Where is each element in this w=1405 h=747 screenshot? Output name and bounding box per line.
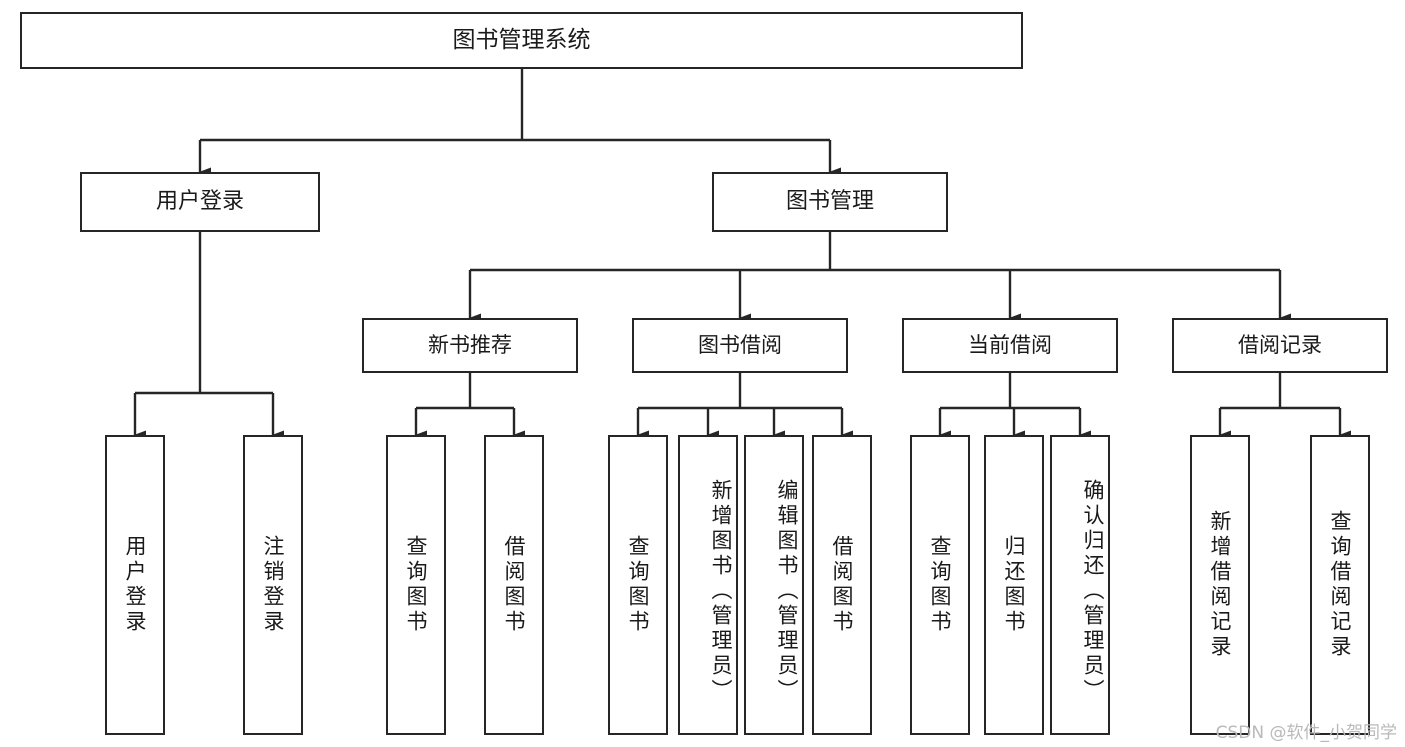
node-leaf-query-record-label: 查询借阅记录 (1328, 510, 1352, 660)
node-leaf-query-record[interactable]: 查询借阅记录 (1310, 435, 1370, 735)
node-leaf-add-record[interactable]: 新增借阅记录 (1190, 435, 1250, 735)
node-leaf-borrow-book-2-label: 借阅图书 (830, 535, 854, 635)
csdn-watermark: CSDN @软件_小贺同学 (1215, 723, 1397, 743)
node-borrow-record-label: 借阅记录 (1238, 332, 1322, 357)
node-leaf-borrow-book-1[interactable]: 借阅图书 (484, 435, 544, 735)
node-book-borrow-label: 图书借阅 (698, 332, 782, 357)
node-leaf-query-book-2-label: 查询图书 (626, 535, 650, 635)
node-leaf-add-record-label: 新增借阅记录 (1208, 510, 1232, 660)
node-borrow-record[interactable]: 借阅记录 (1172, 318, 1388, 373)
node-current-borrow[interactable]: 当前借阅 (902, 318, 1118, 373)
node-leaf-logout[interactable]: 注销登录 (243, 435, 303, 735)
node-leaf-query-book-1[interactable]: 查询图书 (386, 435, 446, 735)
node-leaf-return-book[interactable]: 归还图书 (984, 435, 1044, 735)
node-book-manage[interactable]: 图书管理 (712, 172, 948, 232)
node-leaf-add-book[interactable]: 新增图书（管理员） (678, 435, 738, 735)
node-leaf-borrow-book-2[interactable]: 借阅图书 (812, 435, 872, 735)
node-book-manage-label: 图书管理 (785, 188, 874, 214)
node-root[interactable]: 图书管理系统 (20, 12, 1023, 69)
node-current-borrow-label: 当前借阅 (968, 332, 1052, 357)
node-user-login[interactable]: 用户登录 (80, 172, 320, 232)
node-leaf-edit-book-label: 编辑图书（管理员） (775, 478, 799, 704)
node-leaf-query-book-3-label: 查询图书 (928, 535, 952, 635)
node-user-login-label: 用户登录 (155, 188, 244, 214)
node-leaf-confirm-return[interactable]: 确认归还（管理员） (1050, 435, 1110, 735)
node-leaf-confirm-return-label: 确认归还（管理员） (1081, 478, 1105, 704)
node-leaf-logout-label: 注销登录 (261, 535, 285, 635)
node-leaf-query-book-1-label: 查询图书 (404, 535, 428, 635)
node-leaf-user-login-label: 用户登录 (123, 535, 147, 635)
node-leaf-edit-book[interactable]: 编辑图书（管理员） (744, 435, 804, 735)
node-new-book-rec-label: 新书推荐 (428, 332, 512, 357)
node-leaf-return-book-label: 归还图书 (1002, 535, 1026, 635)
node-leaf-query-book-3[interactable]: 查询图书 (910, 435, 970, 735)
node-book-borrow[interactable]: 图书借阅 (632, 318, 848, 373)
node-leaf-add-book-label: 新增图书（管理员） (709, 478, 733, 704)
node-new-book-rec[interactable]: 新书推荐 (362, 318, 578, 373)
node-leaf-query-book-2[interactable]: 查询图书 (608, 435, 668, 735)
node-leaf-user-login[interactable]: 用户登录 (105, 435, 165, 735)
node-leaf-borrow-book-1-label: 借阅图书 (502, 535, 526, 635)
node-root-label: 图书管理系统 (452, 26, 591, 53)
